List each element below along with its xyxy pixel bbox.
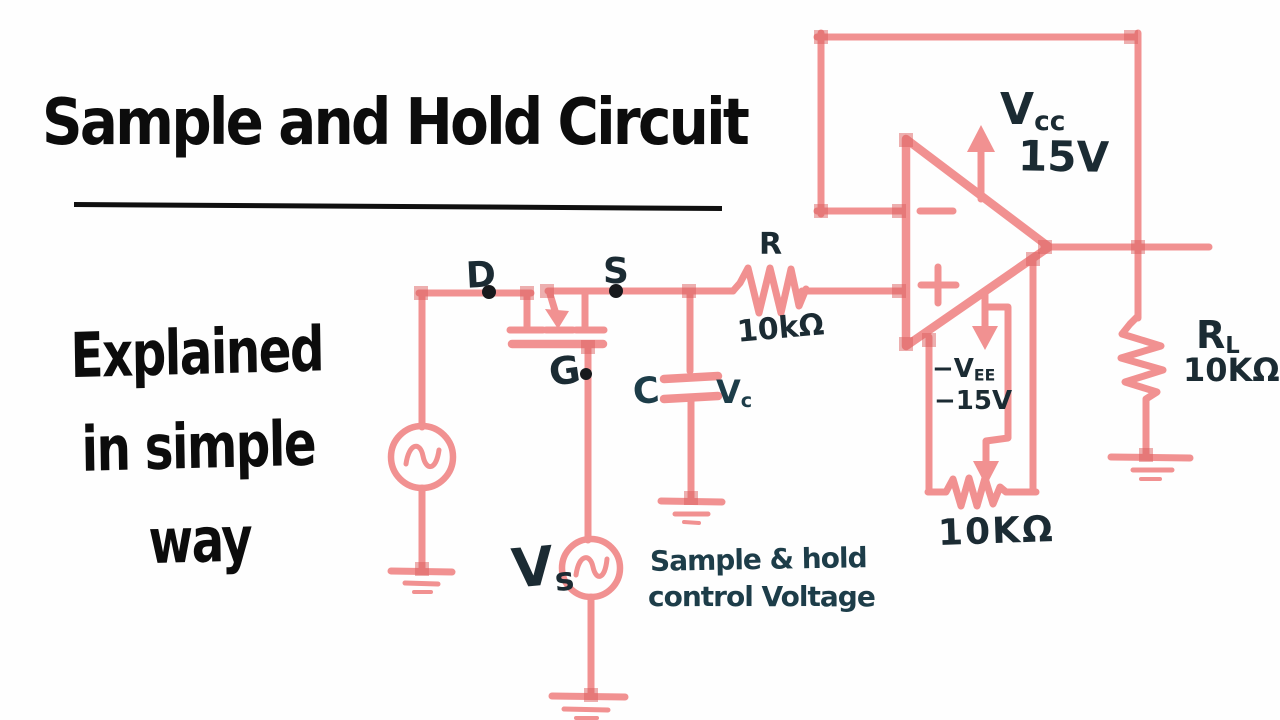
sine-icon	[403, 443, 442, 469]
source-label: S	[603, 251, 629, 292]
wire-joints	[414, 30, 1153, 702]
tagline: Explained in simple way	[40, 302, 357, 592]
vcc-arrow-icon	[967, 125, 995, 203]
capacitor-label: C	[631, 369, 662, 414]
pot-value: 10KΩ	[937, 508, 1056, 555]
feedback-loop-wire	[813, 29, 1142, 322]
offset-potentiometer	[924, 254, 1040, 510]
capacitor-voltage-label: Vc	[716, 373, 753, 413]
control-label-line2: control Voltage	[648, 580, 876, 613]
hold-capacitor	[657, 287, 726, 525]
load-value: 10KΩ	[1183, 351, 1280, 389]
node-dots	[482, 284, 623, 380]
control-label-line1: Sample & hold	[649, 541, 867, 578]
sine-icon	[573, 555, 610, 579]
capacitor-plate-top	[659, 371, 723, 384]
vcc-label: Vcc	[1000, 84, 1066, 137]
tagline-line: in simple	[80, 406, 316, 486]
substrate-arrow-icon	[545, 290, 569, 329]
gate-node-dot	[580, 368, 592, 380]
vee-value: −15V	[934, 386, 1013, 416]
opamp-plus-icon	[917, 263, 960, 307]
resistor-label: R	[759, 227, 783, 262]
gate-label: G	[546, 347, 584, 395]
load-label: RL	[1196, 313, 1240, 360]
tagline-line: way	[147, 502, 252, 579]
input-source-label: Vs	[509, 534, 576, 601]
resistor-value: 10kΩ	[735, 307, 826, 350]
control-voltage-source	[548, 535, 629, 720]
vee-label: −VEE	[932, 354, 996, 385]
wiper-arrow-icon	[973, 303, 1012, 486]
drain-node-dot	[482, 285, 496, 299]
series-resistor	[544, 264, 910, 317]
opamp	[901, 125, 1054, 351]
vee-arrow-icon	[972, 288, 998, 350]
drain-label: D	[464, 254, 497, 297]
tagline-line: Explained	[69, 312, 324, 393]
page-title: Sample and Hold Circuit	[42, 86, 750, 160]
source-node-dot	[609, 284, 623, 298]
input-signal-source	[387, 292, 457, 594]
vcc-value: 15V	[1017, 131, 1110, 182]
mosfet-switch	[415, 288, 608, 544]
